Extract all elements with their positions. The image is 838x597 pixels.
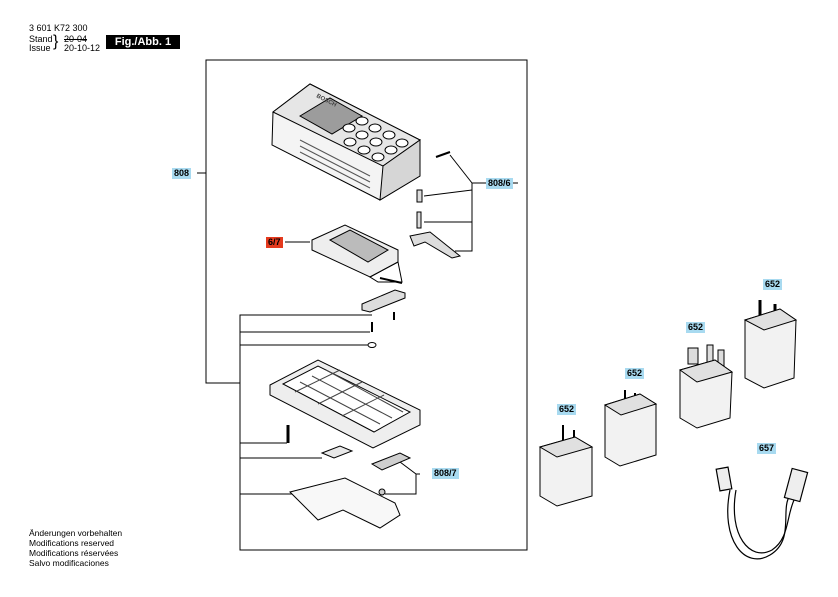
leader-housing-stack (239, 314, 372, 383)
footer-line-fr: Modifications réservées (29, 548, 119, 558)
leader-808 (205, 59, 528, 384)
callout-652-eu: 652 (763, 279, 783, 290)
stand-label: Stand (29, 34, 53, 44)
footer-line-es: Salvo modificaciones (29, 558, 109, 568)
part-number: 3 601 K72 300 (29, 23, 88, 33)
footer-line-en: Modifications reserved (29, 538, 115, 548)
callout-6-7: 6/7 (266, 237, 283, 248)
charger-us-large (603, 390, 658, 467)
figure-label: Fig./Abb. 1 (106, 35, 180, 49)
callout-808-6: 808/6 (486, 178, 513, 189)
stand-value: 20-04 (64, 34, 88, 44)
usb-cable (715, 466, 809, 560)
leader-808-7 (385, 473, 420, 495)
leader-808-6 (455, 183, 473, 252)
callout-657: 657 (757, 443, 777, 454)
callout-652-uk: 652 (686, 322, 706, 333)
callout-652-us-large: 652 (625, 368, 645, 379)
charger-eu (743, 300, 798, 389)
callout-808-7: 808/7 (432, 468, 459, 479)
footer-notes: Änderungen vorbehalten Modifications res… (29, 528, 122, 568)
callout-808: 808 (172, 168, 192, 179)
issue-value: 20-10-12 (64, 43, 101, 53)
issue-label: Issue (29, 43, 51, 53)
footer-line-de: Änderungen vorbehalten (29, 528, 123, 538)
device-body (271, 83, 421, 201)
charger-uk (678, 344, 734, 429)
base-housing (269, 359, 421, 449)
battery-pack (311, 224, 403, 284)
bracket-icon: } (53, 33, 59, 50)
charger-us-small (538, 425, 594, 507)
callout-652-us-small: 652 (557, 404, 577, 415)
